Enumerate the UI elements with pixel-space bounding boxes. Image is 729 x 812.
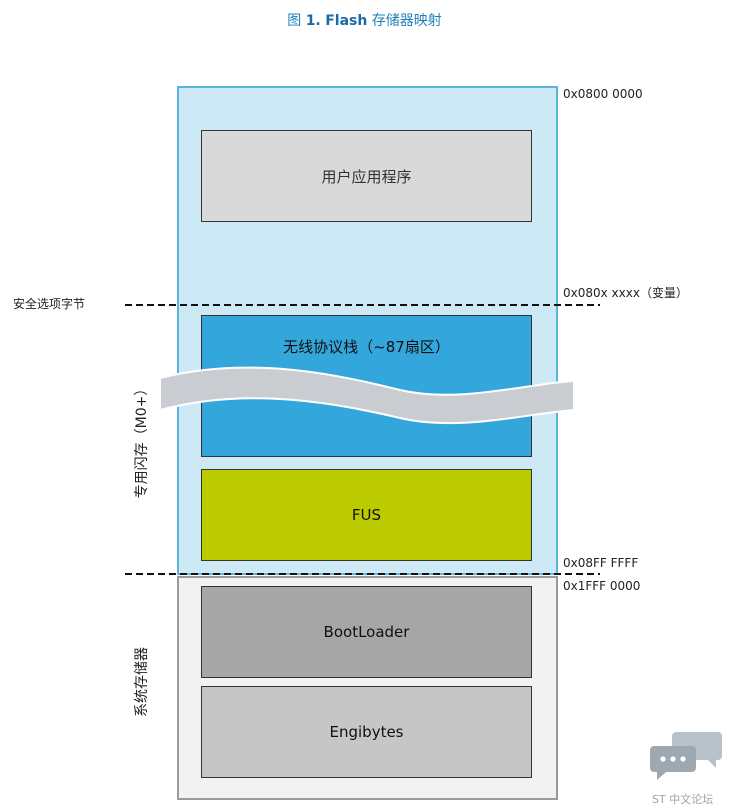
fus-label: FUS (351, 506, 382, 524)
title-prefix: 图 (287, 13, 302, 29)
figure-title: 图 1. Flash 存储器映射 (0, 10, 729, 30)
wireless-stack-label: 无线协议栈（~87扇区） (283, 338, 450, 356)
address-system-start: 0x1FFF 0000 (563, 579, 641, 593)
option-bytes-label: 安全选项字节 (13, 297, 86, 311)
address-flash-end: 0x08FF FFFF (563, 556, 639, 570)
engibytes-block: Engibytes (201, 686, 532, 778)
system-memory-label: 系统存储器 (134, 647, 150, 717)
address-secure-start: 0x080x xxxx（变量） (563, 286, 688, 300)
user-application-label: 用户应用程序 (321, 167, 412, 186)
title-number: 1. (305, 13, 321, 29)
title-suffix: 存储器映射 (371, 13, 442, 29)
fus-block: FUS (201, 469, 532, 561)
speech-bubbles-icon (650, 732, 722, 780)
memory-break-band (159, 366, 575, 425)
bootloader-block: BootLoader (201, 586, 532, 678)
engibytes-label: Engibytes (329, 723, 404, 741)
bootloader-label: BootLoader (323, 623, 410, 641)
user-application-block: 用户应用程序 (201, 130, 532, 222)
watermark-text: ST 中文论坛 (652, 793, 714, 806)
dedicated-memory-label: 专用闪存（M0+） (134, 381, 150, 499)
address-flash-start: 0x0800 0000 (563, 87, 643, 101)
title-name: Flash (325, 13, 368, 29)
